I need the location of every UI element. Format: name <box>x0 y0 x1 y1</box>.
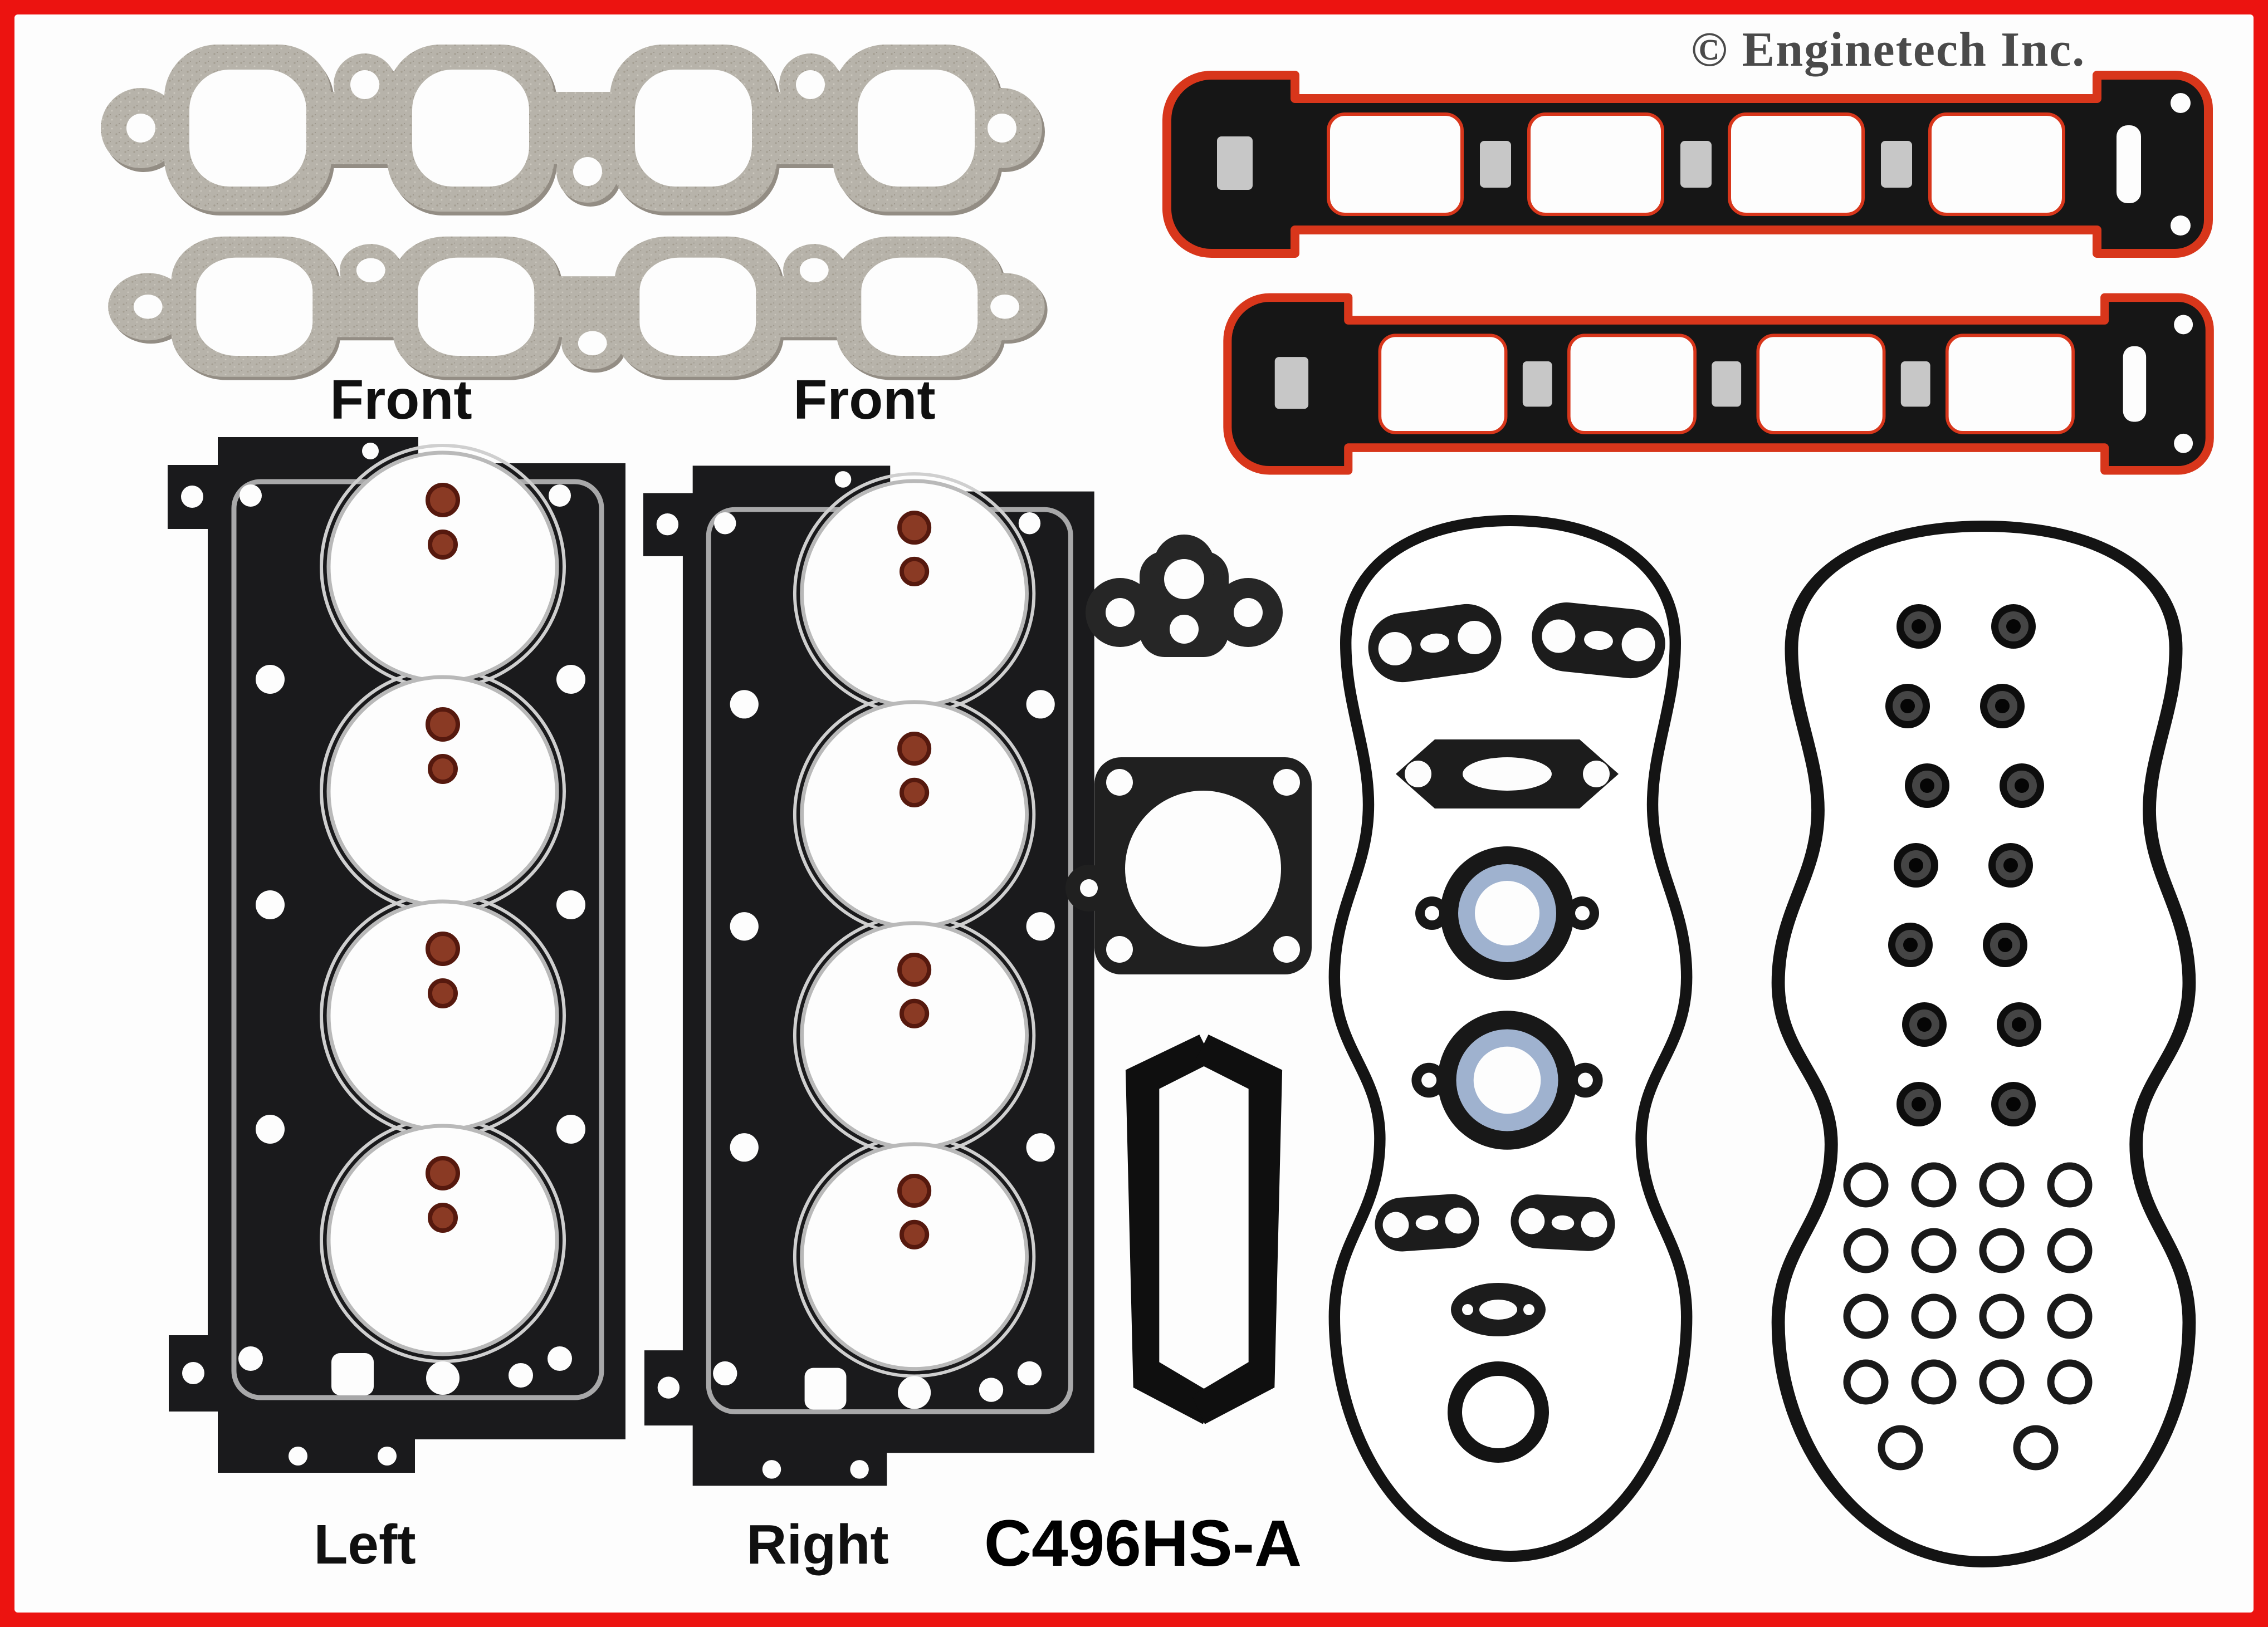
throttle-body-gasket <box>1065 757 1312 974</box>
intake-manifold-gasket-2 <box>1228 297 2210 470</box>
label-left: Left <box>314 1513 416 1576</box>
intake-manifold-gasket-1 <box>1167 75 2208 253</box>
small-twin-gasket-1 <box>1373 1192 1481 1253</box>
valve-cover-gasket-2 <box>1778 526 2189 1562</box>
label-right: Right <box>746 1513 888 1576</box>
watermark-text: © Enginetech Inc. <box>1691 23 2085 77</box>
small-oval-gasket <box>1451 1283 1546 1336</box>
head-gasket-left <box>168 437 625 1473</box>
label-front-left: Front <box>330 369 472 431</box>
part-number-text: C496HS-A <box>984 1507 1302 1580</box>
head-gasket-right <box>643 465 1094 1486</box>
label-front-right: Front <box>793 369 935 431</box>
diamond-port-gasket <box>1396 739 1619 808</box>
small-twin-gasket-2 <box>1509 1193 1617 1253</box>
